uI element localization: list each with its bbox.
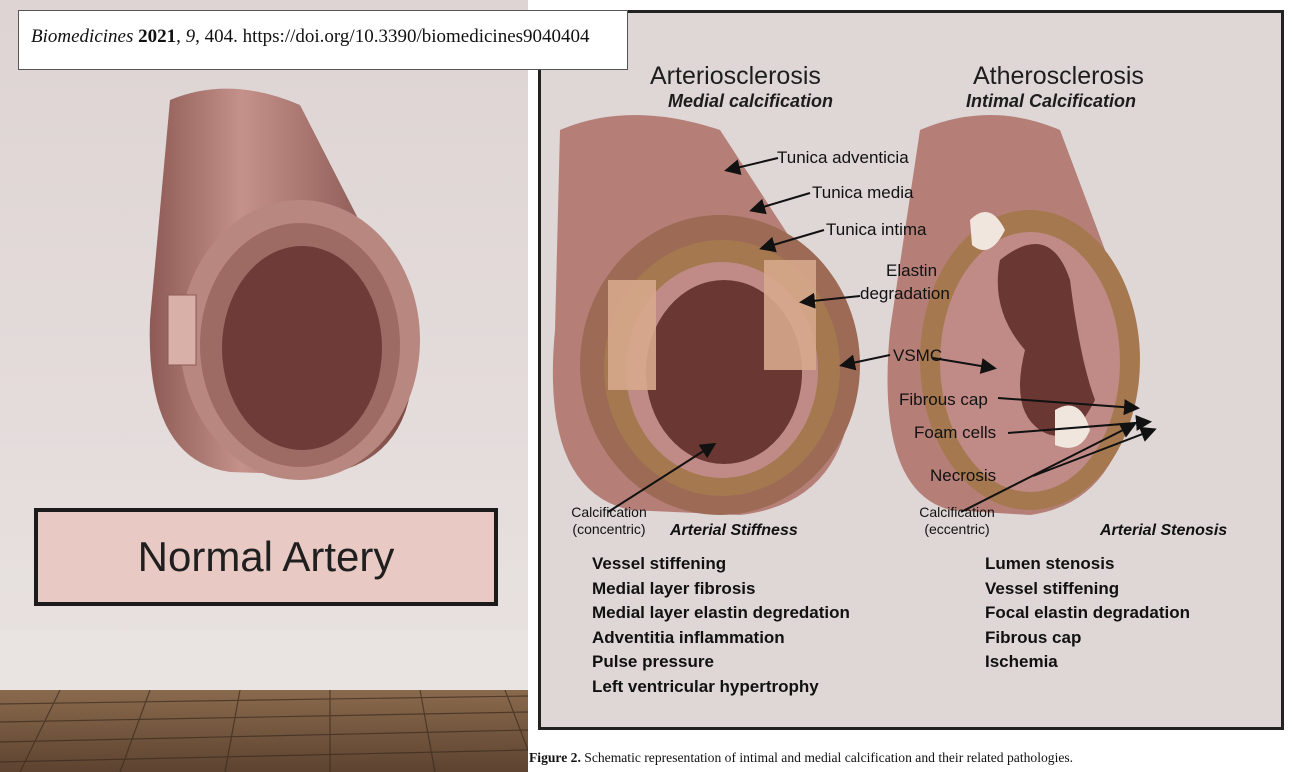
list-item: Medial layer elastin degredation bbox=[592, 601, 850, 626]
arrow-calcification-concentric bbox=[608, 445, 713, 512]
list-item: Adventitia inflammation bbox=[592, 626, 850, 651]
normal-artery-label: Normal Artery bbox=[34, 508, 498, 606]
list-item: Pulse pressure bbox=[592, 650, 850, 675]
arrow-tunica-media bbox=[753, 193, 810, 210]
arrow-tunica-intima bbox=[763, 230, 824, 248]
normal-artery-illustration bbox=[110, 80, 430, 500]
list-item: Left ventricular hypertrophy bbox=[592, 675, 850, 700]
arrow-vsmc-right bbox=[933, 358, 993, 368]
atherosclerosis-pathologies-list: Lumen stenosis Vessel stiffening Focal e… bbox=[985, 552, 1190, 675]
citation-pages: 404. bbox=[205, 26, 238, 47]
citation-volume: 9 bbox=[186, 26, 196, 47]
arrow-tunica-adventicia bbox=[728, 158, 778, 170]
list-item: Ischemia bbox=[985, 650, 1190, 675]
citation-doi: https://doi.org/10.3390/biomedicines9040… bbox=[243, 26, 590, 47]
list-item: Vessel stiffening bbox=[592, 552, 850, 577]
list-item: Fibrous cap bbox=[985, 626, 1190, 651]
wall-baseboard bbox=[0, 630, 528, 692]
list-item: Focal elastin degradation bbox=[985, 601, 1190, 626]
citation-year: 2021 bbox=[138, 26, 176, 47]
caption-text: Schematic representation of intimal and … bbox=[584, 750, 1073, 765]
citation-box: Biomedicines 2021, 9, 404. https://doi.o… bbox=[18, 10, 628, 70]
arrow-vsmc-left bbox=[843, 355, 890, 365]
list-item: Vessel stiffening bbox=[985, 577, 1190, 602]
citation-journal: Biomedicines bbox=[31, 26, 133, 47]
normal-artery-label-text: Normal Artery bbox=[138, 533, 395, 581]
arrow-calcification-eccentric bbox=[961, 425, 1133, 512]
list-item: Lumen stenosis bbox=[985, 552, 1190, 577]
arteriosclerosis-pathologies-list: Vessel stiffening Medial layer fibrosis … bbox=[592, 552, 850, 700]
arrow-fibrous-cap bbox=[998, 398, 1136, 408]
caption-prefix: Figure 2. bbox=[529, 750, 581, 765]
arrow-elastin bbox=[803, 296, 860, 302]
arrow-necrosis bbox=[1033, 430, 1153, 476]
figure-caption: Figure 2. Schematic representation of in… bbox=[529, 750, 1073, 766]
wood-floor bbox=[0, 690, 528, 772]
list-item: Medial layer fibrosis bbox=[592, 577, 850, 602]
